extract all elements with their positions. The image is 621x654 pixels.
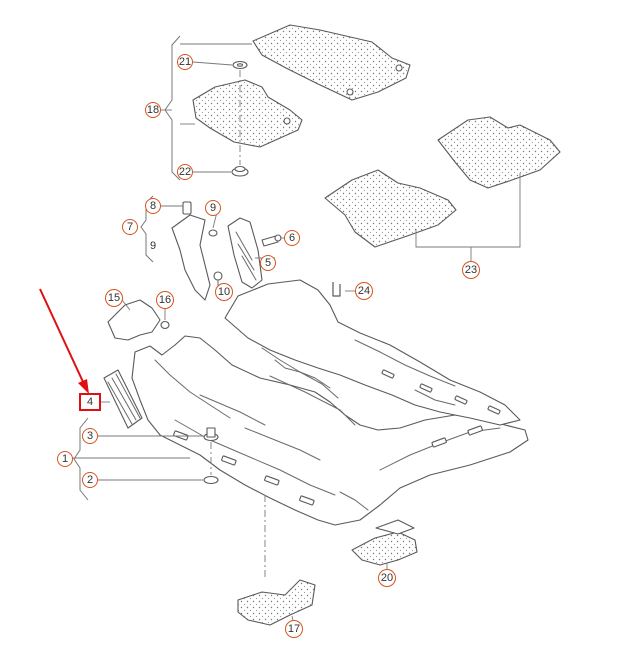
callout-7[interactable]: 7 <box>122 219 138 235</box>
svg-text:3: 3 <box>87 430 93 442</box>
mat-fastener-21 <box>232 60 248 70</box>
callout-21[interactable]: 21 <box>177 54 193 70</box>
main-floor-carpet <box>131 279 529 526</box>
red-pointer-arrow <box>39 288 89 394</box>
svg-text:6: 6 <box>289 232 295 244</box>
svg-text:8: 8 <box>150 200 156 212</box>
callout-9[interactable]: 9 <box>205 200 221 216</box>
callout-17[interactable]: 17 <box>285 620 303 638</box>
foot-rest-bracket <box>171 201 211 301</box>
svg-text:4: 4 <box>87 396 93 408</box>
svg-text:24: 24 <box>358 285 370 297</box>
screw-6 <box>261 234 282 247</box>
insulation-18 <box>351 519 418 566</box>
front-floor-mat-left <box>192 79 303 148</box>
callout-23[interactable]: 23 <box>462 261 480 279</box>
callout-5[interactable]: 5 <box>260 255 276 271</box>
plug-16 <box>160 320 170 330</box>
brace-1 <box>73 417 89 501</box>
callout-6[interactable]: 6 <box>284 230 300 246</box>
svg-text:16: 16 <box>159 294 171 306</box>
insulation-17 <box>237 579 316 626</box>
rear-mat-left <box>324 169 457 248</box>
heel-pad-4 <box>103 369 143 429</box>
callout-24[interactable]: 24 <box>355 282 373 300</box>
callout-3[interactable]: 3 <box>82 428 98 444</box>
svg-text:10: 10 <box>218 286 230 298</box>
svg-text:1: 1 <box>62 453 68 465</box>
brace-20 <box>164 35 181 181</box>
callout-1[interactable]: 1 <box>57 451 73 467</box>
callout-16[interactable]: 16 <box>156 291 174 309</box>
svg-text:20: 20 <box>381 572 393 584</box>
label-9-plain[interactable]: 9 <box>150 240 156 252</box>
svg-text:15: 15 <box>108 292 120 304</box>
svg-text:9: 9 <box>150 240 156 252</box>
clip-24 <box>332 282 341 297</box>
svg-text:23: 23 <box>465 264 477 276</box>
callout-15[interactable]: 15 <box>105 289 123 307</box>
callout-22[interactable]: 22 <box>177 164 193 180</box>
clip-9 <box>208 229 218 237</box>
cover-15 <box>107 299 161 341</box>
rear-mat-right <box>437 116 561 189</box>
grommet-3 <box>203 427 219 442</box>
rear-floor-mat-top <box>252 24 411 101</box>
svg-text:21: 21 <box>179 56 191 68</box>
callout-20[interactable]: 18 <box>145 102 161 118</box>
foot-rest-pad-5 <box>227 217 263 289</box>
callout-8[interactable]: 8 <box>145 198 161 214</box>
callout-10[interactable]: 10 <box>215 283 233 301</box>
svg-text:17: 17 <box>288 623 300 635</box>
svg-text:7: 7 <box>127 221 133 233</box>
svg-text:18: 18 <box>147 104 159 116</box>
svg-text:22: 22 <box>179 166 191 178</box>
callout-4-highlighted[interactable]: 4 <box>79 393 101 411</box>
callout-2[interactable]: 2 <box>82 472 98 488</box>
svg-text:5: 5 <box>265 257 271 269</box>
callout-18[interactable]: 20 <box>378 569 396 587</box>
svg-text:9: 9 <box>210 202 216 214</box>
clip-2 <box>203 475 219 485</box>
mat-fastener-22 <box>231 165 249 177</box>
svg-text:2: 2 <box>87 474 93 486</box>
